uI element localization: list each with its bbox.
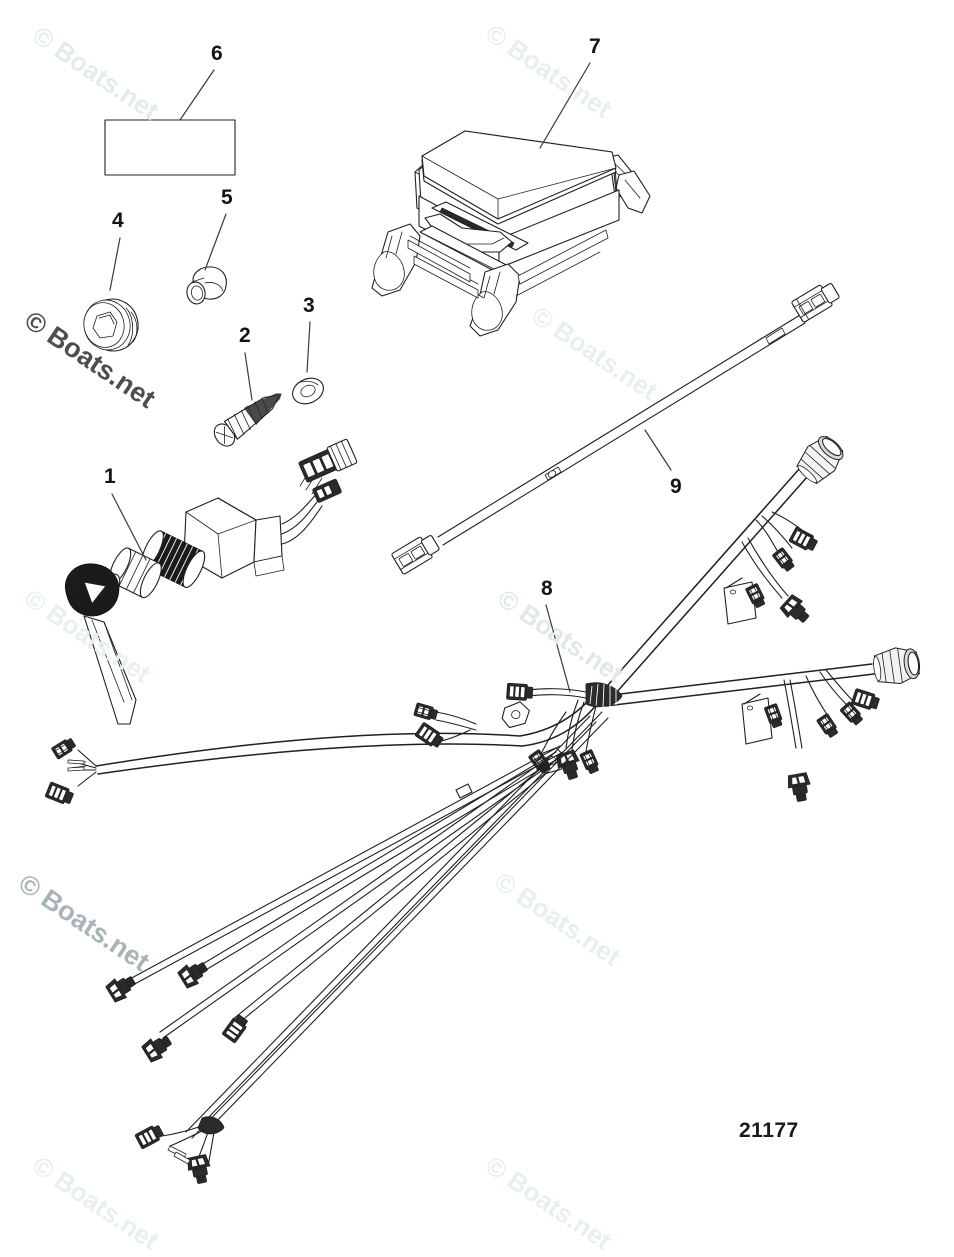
- callout-4: 4: [112, 209, 124, 232]
- data-link-harness-part9: [391, 283, 840, 575]
- callout-2: 2: [239, 324, 251, 347]
- callout-1: 1: [104, 465, 116, 488]
- washer-part3: [292, 377, 324, 405]
- cap-plug-part4: [83, 298, 139, 352]
- callout-7: 7: [589, 35, 601, 58]
- ignition-switch-part1: [64, 438, 358, 725]
- ecm-module-part7: [371, 130, 651, 337]
- callout-9: 9: [670, 475, 682, 498]
- grommet-part5: [186, 266, 227, 305]
- callout-3: 3: [303, 294, 315, 317]
- callout-leader-lines: [109, 62, 672, 693]
- callout-5: 5: [221, 186, 233, 209]
- technical-line-art: .ln{fill:none;stroke:#231f20;stroke-widt…: [44, 62, 923, 1186]
- blank-label-decal: [104, 119, 236, 176]
- parts-diagram-sheet: .ln{fill:none;stroke:#231f20;stroke-widt…: [13, 18, 923, 1256]
- drawing-number: 21177: [739, 1119, 799, 1142]
- engine-harness-part8: [44, 429, 923, 1186]
- screw-part2: [213, 393, 282, 447]
- callout-6: 6: [211, 42, 223, 65]
- callout-8: 8: [541, 577, 553, 600]
